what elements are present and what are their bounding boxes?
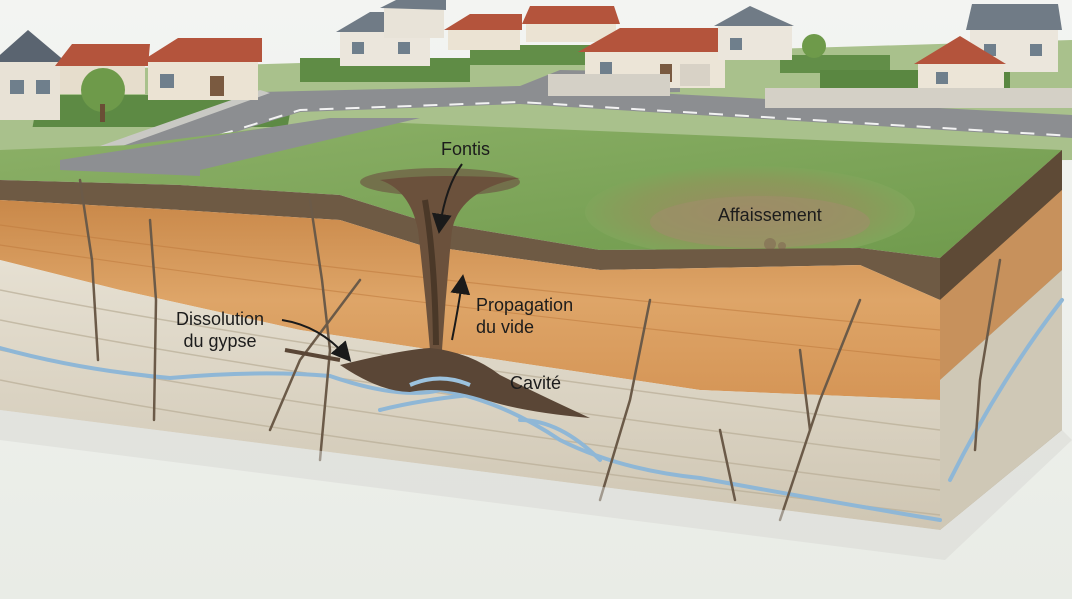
label-dissolution: Dissolution du gypse — [176, 308, 264, 352]
house — [714, 6, 794, 60]
tree — [802, 34, 826, 58]
house — [380, 0, 446, 38]
house — [0, 30, 66, 120]
curved-arrow-down-icon — [431, 163, 463, 234]
sand-layer — [0, 200, 940, 400]
label-propagation-line1: Propagation — [476, 295, 574, 315]
house — [444, 14, 522, 50]
topsoil-layer — [0, 150, 940, 300]
house — [140, 38, 262, 100]
groundwater-flow — [0, 298, 1064, 522]
label-cavite: Cavité — [510, 373, 562, 393]
label-propagation-line2: du vide — [476, 317, 535, 337]
label-dissolution-line2: du gypse — [183, 331, 257, 351]
sinkhole-fontis — [360, 168, 520, 350]
label-dissolution-line1: Dissolution — [176, 309, 265, 329]
fissures — [78, 178, 1002, 522]
label-fontis: Fontis — [441, 139, 491, 159]
house — [522, 6, 620, 42]
road-surface — [60, 118, 420, 176]
house — [966, 4, 1062, 72]
label-propagation: Propagation du vide — [476, 294, 573, 338]
tree — [81, 68, 125, 112]
curved-arrow-right-icon — [281, 319, 352, 363]
label-affaissement: Affaissement — [718, 205, 822, 225]
curved-arrow-up-icon — [450, 274, 471, 341]
